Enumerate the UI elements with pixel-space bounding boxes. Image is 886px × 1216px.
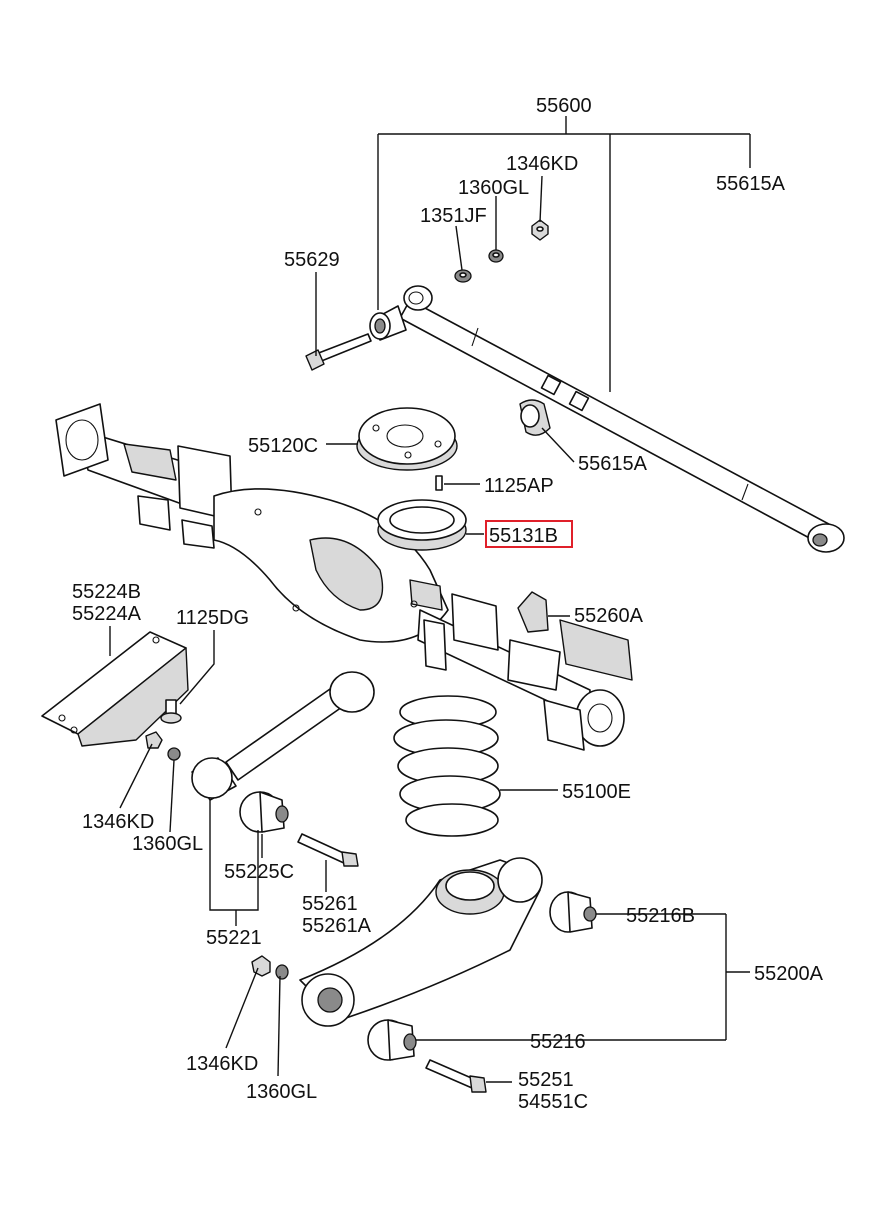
- label-1360GL-top[interactable]: 1360GL: [458, 177, 529, 199]
- label-55120C[interactable]: 55120C: [248, 435, 318, 457]
- label-1346KD-top[interactable]: 1346KD: [506, 153, 578, 175]
- label-55615A-top[interactable]: 55615A: [716, 173, 786, 195]
- label-55261[interactable]: 55261: [302, 893, 358, 915]
- coil-spring: [393, 695, 501, 837]
- highlight-box-55131B: [485, 520, 573, 548]
- bump-stopper: [356, 407, 458, 471]
- label-54551C[interactable]: 54551C: [518, 1091, 588, 1113]
- upper-spring-bracket: [517, 591, 549, 633]
- label-55216B[interactable]: 55216B: [626, 905, 695, 927]
- label-55629[interactable]: 55629: [284, 249, 340, 271]
- label-1346KD-left[interactable]: 1346KD: [82, 811, 154, 833]
- lateral-rod-assembly: [305, 219, 845, 553]
- label-55216[interactable]: 55216: [530, 1031, 586, 1053]
- label-55224B[interactable]: 55224B: [72, 581, 141, 603]
- label-55261A[interactable]: 55261A: [302, 915, 372, 937]
- label-55251[interactable]: 55251: [518, 1069, 574, 1091]
- label-55100E[interactable]: 55100E: [562, 781, 631, 803]
- leader-lines: [109, 116, 751, 1083]
- label-55260A[interactable]: 55260A: [574, 605, 644, 627]
- lower-control-arm: [251, 857, 597, 1093]
- crossmember-bracket: [41, 631, 189, 761]
- label-55615A-mid[interactable]: 55615A: [578, 453, 648, 475]
- label-1360GL-bottom[interactable]: 1360GL: [246, 1081, 317, 1103]
- label-55200A[interactable]: 55200A: [754, 963, 824, 985]
- label-55225C[interactable]: 55225C: [224, 861, 294, 883]
- label-55221[interactable]: 55221: [206, 927, 262, 949]
- label-55224A[interactable]: 55224A: [72, 603, 142, 625]
- part-labels: 55600 55615A 1346KD 1360GL 1351JF 55629 …: [72, 95, 824, 1113]
- label-55600[interactable]: 55600: [536, 95, 592, 117]
- label-1351JF[interactable]: 1351JF: [420, 205, 487, 227]
- label-1125AP[interactable]: 1125AP: [484, 475, 554, 497]
- label-1125DG[interactable]: 1125DG: [176, 607, 249, 629]
- label-55131B[interactable]: 55131B: [489, 525, 558, 547]
- upper-control-arm: [191, 671, 375, 867]
- spring-pad: [377, 475, 467, 551]
- label-1360GL-left[interactable]: 1360GL: [132, 833, 203, 855]
- label-1346KD-bottom[interactable]: 1346KD: [186, 1053, 258, 1075]
- rear-axle-housing: [55, 403, 633, 751]
